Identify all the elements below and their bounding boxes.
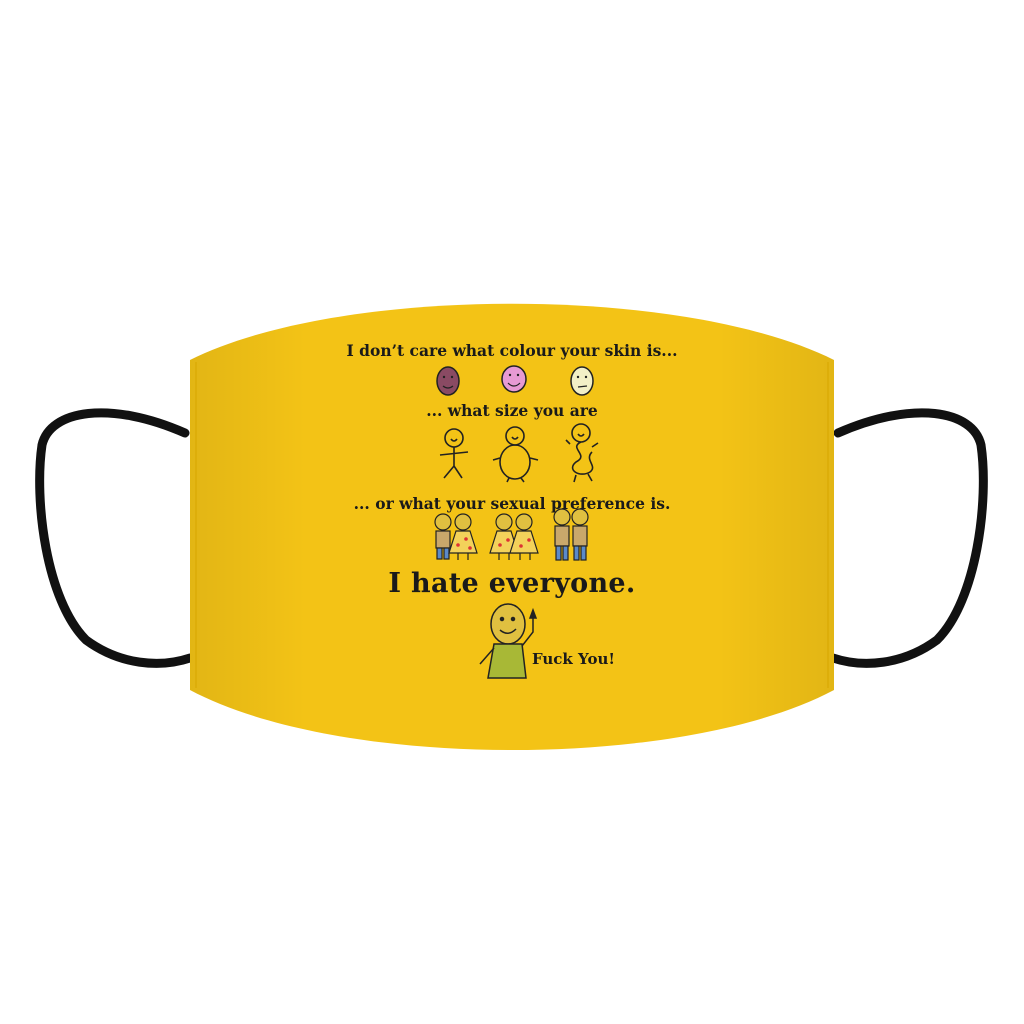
line-sexual-preference: ... or what your sexual preference is. — [353, 494, 671, 513]
tagline: Fuck You! — [532, 650, 615, 668]
middle-finger-figure — [479, 603, 538, 679]
left-ear-loop — [35, 408, 195, 668]
headline: I hate everyone. — [388, 568, 636, 599]
couple-figures — [434, 508, 589, 561]
size-figures — [439, 423, 599, 483]
right-ear-loop — [828, 408, 988, 668]
skin-colour-faces — [436, 365, 594, 396]
line-skin-colour: I don’t care what colour your skin is... — [346, 341, 678, 360]
line-size: ... what size you are — [426, 401, 598, 420]
